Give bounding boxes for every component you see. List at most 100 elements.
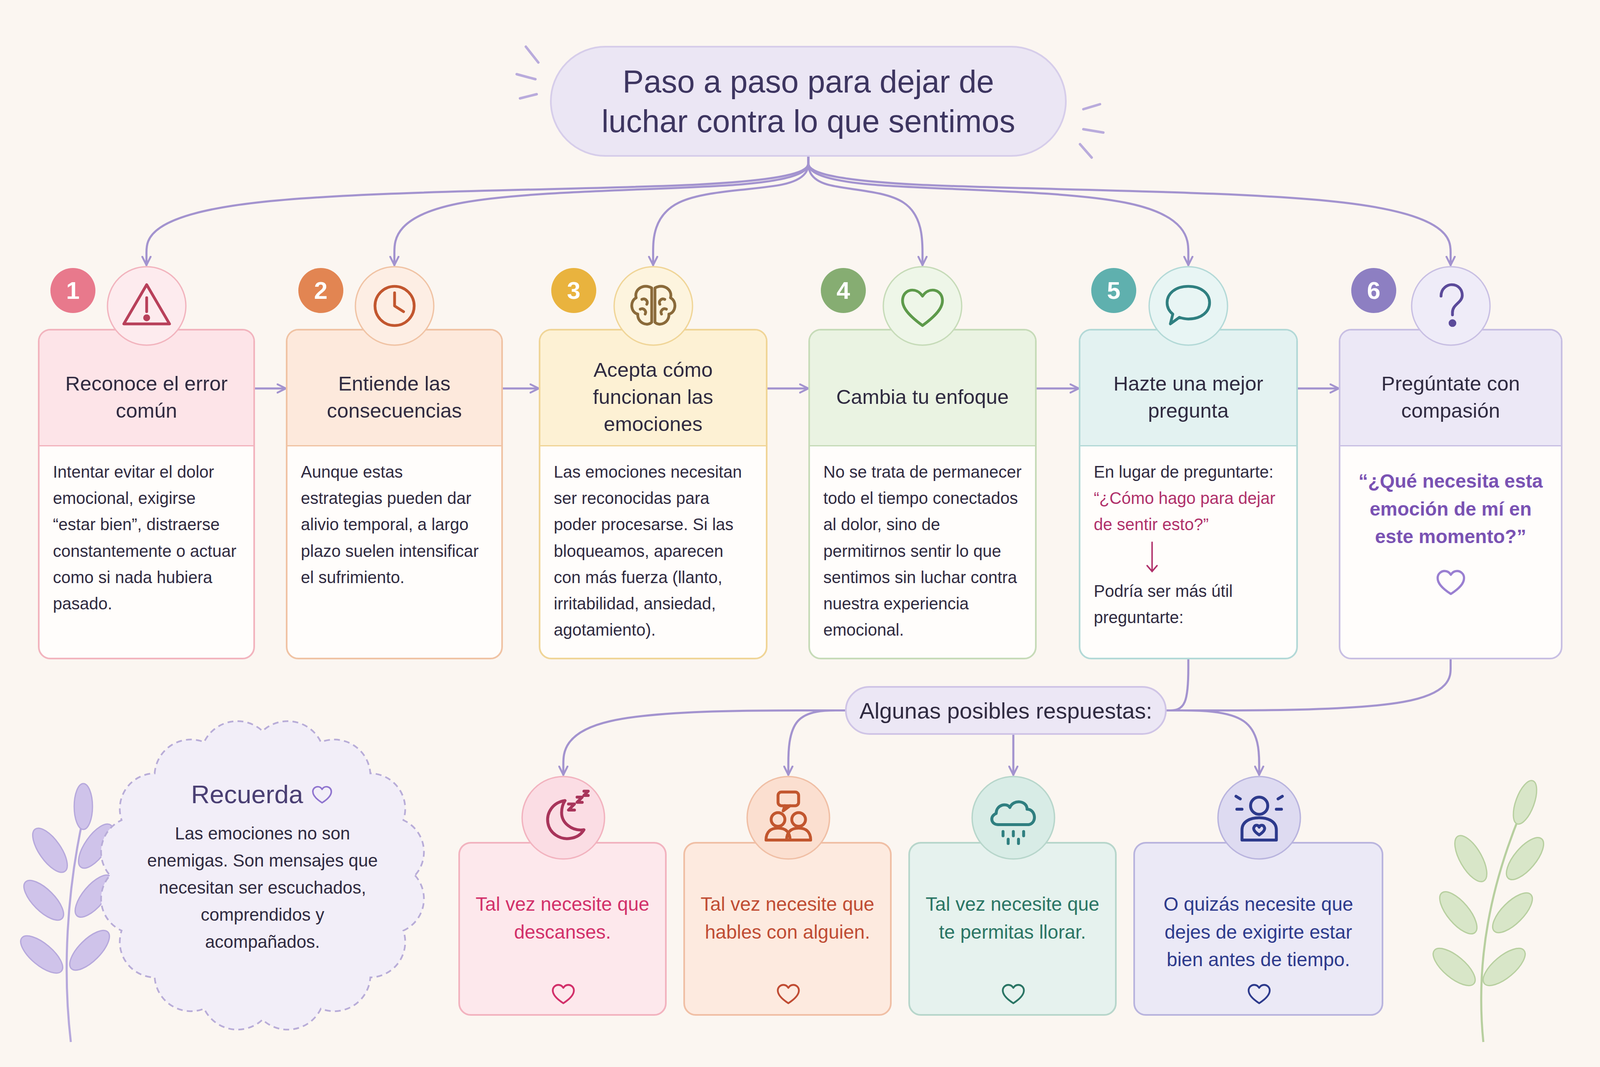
ray [1083,104,1100,110]
icon-speech [1147,265,1230,347]
cloud-outline [95,716,430,1034]
decor-part [631,286,652,325]
heart-shape [1002,984,1025,1003]
heart-symbol [1245,979,1273,1007]
icon-heart [881,265,964,347]
heart-shape [1437,570,1464,594]
step-header: Acepta cómo funcionan las emociones [540,330,766,447]
decor-part [568,790,588,810]
step-number: 2 [298,267,344,313]
decor-part [394,292,404,312]
step-header: Pregúntate con compasión [1340,330,1561,447]
icon-warn [105,265,188,347]
heart-symbol [1000,979,1027,1007]
reminder-head: Recuerda [145,779,380,809]
down-arrow-shape [1147,542,1158,572]
decor-part [374,286,414,326]
step-text: “¿Cómo hago para dejar de sentir esto?” [1093,485,1283,538]
connector [767,387,809,390]
step-number: 5 [1091,267,1137,313]
decor-part [1242,817,1277,840]
heart-shape [312,786,332,803]
ray [1083,129,1104,133]
connector [502,387,539,390]
icon-circle [1217,776,1301,859]
icon-circle [1149,266,1228,345]
icon-people [745,774,832,861]
connector [808,156,1451,265]
step-body: Intentar evitar el dolor emocional, exig… [39,446,254,631]
answers-heading: Algunas posibles respuestas: [859,697,1153,724]
icon-glyph [1440,284,1463,326]
step-heading: Pregúntate con compasión [1348,370,1553,424]
heart-shape [1248,984,1270,1003]
step-box: 4Cambia tu enfoqueNo se trata de permane… [808,328,1037,660]
leaf [17,874,70,926]
decor-part [1167,286,1210,324]
decor-part [1002,831,1024,844]
decor-part [791,812,806,827]
icon-glyph [547,790,588,839]
step-header: Entiende las consecuencias [287,330,502,447]
icon-glyph [902,290,943,326]
step-number: 1 [50,267,96,313]
connector [788,710,845,775]
connector [1297,387,1339,390]
ray [516,74,536,80]
decor-part [144,315,149,320]
step-box: 1Reconoce el error comúnIntentar evitar … [37,328,255,660]
heart-symbol [550,979,577,1007]
answer-box: Tal vez necesite que te permitas llorar. [908,841,1117,1016]
decor-part [123,284,170,324]
leaf [1500,831,1550,885]
decor-part [1253,825,1265,835]
leaf [1477,941,1531,992]
answers-pill: Algunas posibles respuestas: [845,685,1167,735]
step-body: Aunque estas estrategias pueden dar aliv… [287,446,502,605]
step-text: Podría ser más útil preguntarte: [1093,577,1283,631]
decor-part [902,290,943,326]
step-number: 6 [1351,267,1397,313]
connector [1036,387,1079,390]
answer-text: O quizás necesite que dejes de exigirte … [1145,890,1371,974]
heart-shape [552,984,575,1003]
heart-symbol [775,979,802,1007]
icon-circle [1411,266,1490,345]
decor-part [777,791,799,806]
step-text: “¿Qué necesita esta emoción de mí en est… [1353,467,1548,551]
icon-glyph [991,801,1035,844]
decor-part [783,805,790,811]
decor-part [640,298,667,314]
cloud-shape [101,720,425,1030]
icon-question [1410,265,1492,347]
reminder-text: Las emociones no son enemigas. Son mensa… [145,819,380,955]
leaf [26,822,74,878]
connector [653,156,809,265]
title-pill: Paso a paso para dejar de luchar contra … [550,45,1067,157]
decor-part [1440,284,1463,315]
answer-box: Tal vez necesite que descanses. [458,841,667,1016]
step-text: Las emociones necesitan ser reconocidas … [553,458,753,643]
step-number: 3 [551,267,597,313]
decor-part [771,812,785,827]
leaves-left [15,783,120,1042]
leaf [1486,886,1539,939]
ray [525,46,539,63]
step-heading: Reconoce el error común [47,370,245,424]
step-header: Cambia tu enfoque [810,330,1035,447]
step-number: 4 [820,267,866,313]
icon-clock [353,265,436,347]
icon-glyph [631,286,675,325]
icon-circle [747,776,830,859]
icon-person [1216,774,1303,861]
step-body: En lugar de preguntarte:“¿Cómo hago para… [1080,446,1297,645]
icon-glyph [1167,286,1210,324]
step-body: Las emociones necesitan ser reconocidas … [540,446,766,658]
icon-brain [612,265,695,347]
step-box: 5Hazte una mejor preguntaEn lugar de pre… [1078,328,1298,660]
connector [808,156,1189,265]
decor-part [145,297,148,312]
step-box: 2Entiende las consecuenciasAunque estas … [285,328,503,660]
leaf [1448,830,1493,886]
decor-part [1450,320,1455,326]
